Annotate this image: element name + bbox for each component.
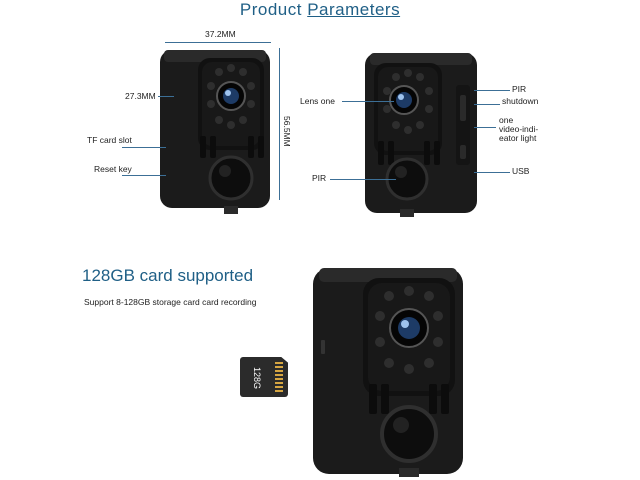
usb-label: USB: [512, 166, 530, 176]
camera-front-right-image: [365, 53, 477, 217]
lens-one-label: Lens one: [300, 96, 335, 106]
sd-card-capacity-label: 128G: [252, 367, 262, 390]
shutdown-line: [474, 104, 500, 105]
depth-dimension-line: [158, 96, 174, 97]
indicator-label-line2: video-indi-: [499, 124, 539, 134]
tf-card-slot-line: [122, 147, 166, 148]
shutdown-label: shutdown: [502, 96, 539, 106]
width-dimension-line: [165, 42, 271, 43]
camera-large-image: [313, 268, 463, 477]
lens-one-line: [342, 101, 394, 102]
height-dimension-line: [279, 48, 280, 200]
width-dimension-label: 37.2MM: [205, 29, 236, 39]
pir-front-label: PIR: [312, 173, 327, 183]
indicator-line: [474, 127, 496, 128]
reset-key-line: [122, 175, 166, 176]
card-supported-heading: 128GB card supported: [82, 266, 254, 285]
usb-line: [474, 172, 510, 173]
reset-key-label: Reset key: [94, 164, 132, 174]
indicator-label-line3: eator light: [499, 133, 537, 143]
title-part1: Product: [239, 0, 302, 19]
title-part2: Parameters: [307, 0, 401, 19]
card-supported-description: Support 8-128GB storage card card record…: [84, 297, 257, 307]
pir-side-line: [474, 90, 510, 91]
sd-card-icon: 128G: [240, 357, 288, 397]
camera-front-left-image: [160, 50, 270, 214]
pir-side-label: PIR: [512, 84, 527, 94]
pir-front-line: [330, 179, 396, 180]
indicator-label-line1: one: [499, 115, 514, 125]
depth-dimension-label: 27.3MM: [125, 91, 156, 101]
height-dimension-label: 56.5MM: [282, 116, 292, 147]
page-title: Product Parameters: [0, 0, 640, 20]
sd-card-pins: [275, 362, 283, 392]
tf-card-slot-label: TF card slot: [87, 135, 132, 145]
